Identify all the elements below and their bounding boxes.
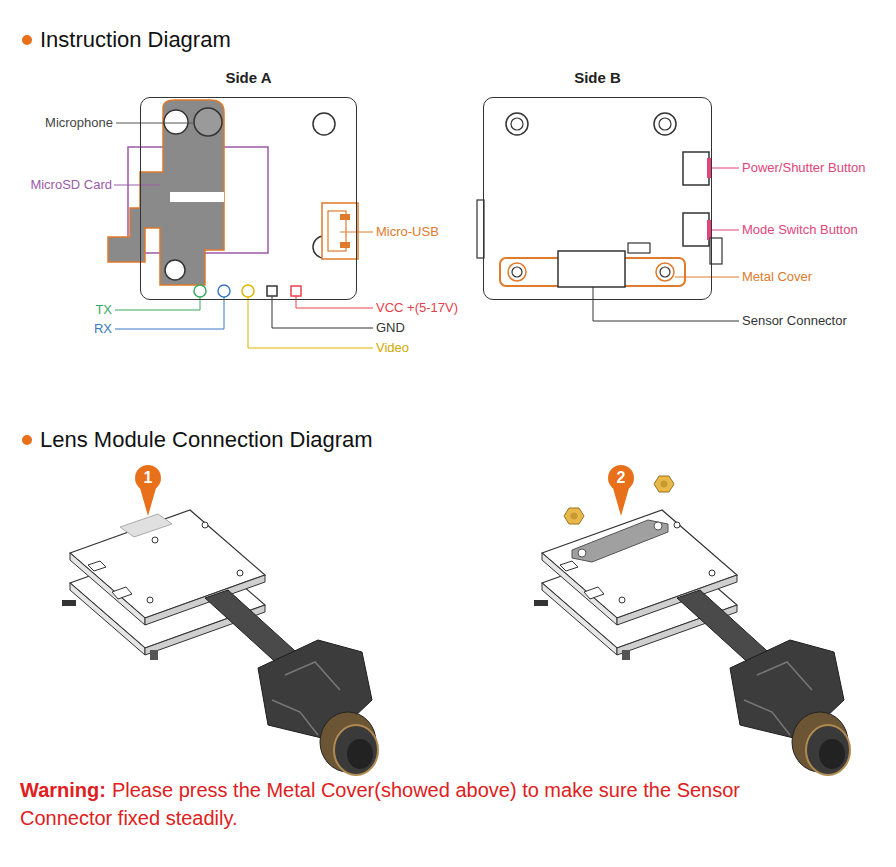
part-label: Sensor Connector — [742, 313, 847, 329]
micro-usb-tab — [340, 214, 350, 220]
callout-pointer — [140, 488, 156, 516]
camera-assembly — [62, 510, 378, 775]
microphone-part — [194, 108, 222, 136]
leader-line — [296, 296, 373, 308]
pin-pad — [291, 286, 301, 296]
pin-label: RX — [94, 321, 112, 337]
micro-usb-port — [322, 203, 358, 259]
pin-pad — [242, 285, 254, 297]
sensor-connector-part — [558, 251, 625, 287]
callout-number: 2 — [608, 465, 634, 491]
leader-line — [712, 230, 739, 231]
leader-line — [115, 297, 200, 310]
pin-label: Video — [376, 340, 409, 356]
hex-nut — [564, 508, 584, 524]
mount-hole — [654, 113, 676, 135]
hex-nut — [654, 476, 674, 492]
camera-assembly — [534, 510, 850, 775]
callout-number: 1 — [135, 465, 161, 491]
leader-line — [115, 297, 224, 329]
cover-hole — [656, 263, 674, 281]
metal-cover-part — [572, 520, 668, 562]
cover-hole — [508, 263, 526, 281]
section-heading: Lens Module Connection Diagram — [40, 427, 373, 453]
sensor-flex-end — [120, 514, 172, 537]
mount-hole — [313, 113, 335, 135]
side-heading: Side B — [484, 69, 711, 86]
micro-usb-tab — [340, 242, 350, 248]
mount-hole — [165, 260, 185, 280]
pin-label: GND — [376, 320, 405, 336]
flex-slot — [170, 192, 224, 202]
cover-hole-inner — [660, 267, 670, 277]
mount-hole — [506, 113, 528, 135]
flex-shield — [108, 100, 224, 285]
part-label: Metal Cover — [742, 269, 812, 285]
part-label: Power/Shutter Button — [742, 160, 866, 176]
cover-hole — [578, 549, 586, 557]
callout-text: 2 — [617, 470, 626, 486]
leader-line — [712, 168, 739, 169]
callout-pointer — [613, 488, 629, 516]
cover-hole — [654, 522, 662, 530]
bullet — [22, 435, 32, 445]
leader-line — [114, 185, 160, 186]
side-heading: Side A — [141, 69, 356, 86]
small-part — [628, 243, 650, 253]
power-button — [683, 152, 709, 185]
mount-hole — [164, 110, 188, 134]
leader-line — [272, 296, 373, 328]
part-label: Mode Switch Button — [742, 222, 858, 238]
part-label: MicroSD Card — [30, 177, 112, 193]
leader-line — [116, 123, 194, 124]
pin-pad — [218, 285, 230, 297]
nut-hole — [661, 481, 668, 488]
part-label: Microphone — [45, 115, 113, 131]
callout-text: 1 — [144, 470, 153, 486]
mode-button — [683, 213, 709, 246]
mount-hole-inner — [659, 118, 671, 130]
warning-lead: Warning: — [20, 779, 106, 801]
board-side: Side B — [483, 97, 712, 300]
bullet — [22, 35, 32, 45]
leader-line — [593, 287, 739, 321]
pin-label: VCC +(5-17V) — [376, 300, 458, 316]
warning-text: Please press the Metal Cover(showed abov… — [20, 779, 740, 829]
leader-line — [248, 297, 373, 348]
leader-line — [675, 277, 739, 278]
section-heading: Instruction Diagram — [40, 27, 231, 53]
nut-hole — [571, 513, 578, 520]
mount-hole-inner — [511, 118, 523, 130]
part-label: Micro-USB — [376, 224, 439, 240]
warning-note: Warning:Please press the Metal Cover(sho… — [20, 776, 820, 832]
cover-hole-inner — [512, 267, 522, 277]
board-side: Side A — [140, 97, 357, 300]
pin-pad — [267, 286, 277, 296]
pin-pad — [194, 285, 206, 297]
pin-label: TX — [95, 302, 112, 318]
